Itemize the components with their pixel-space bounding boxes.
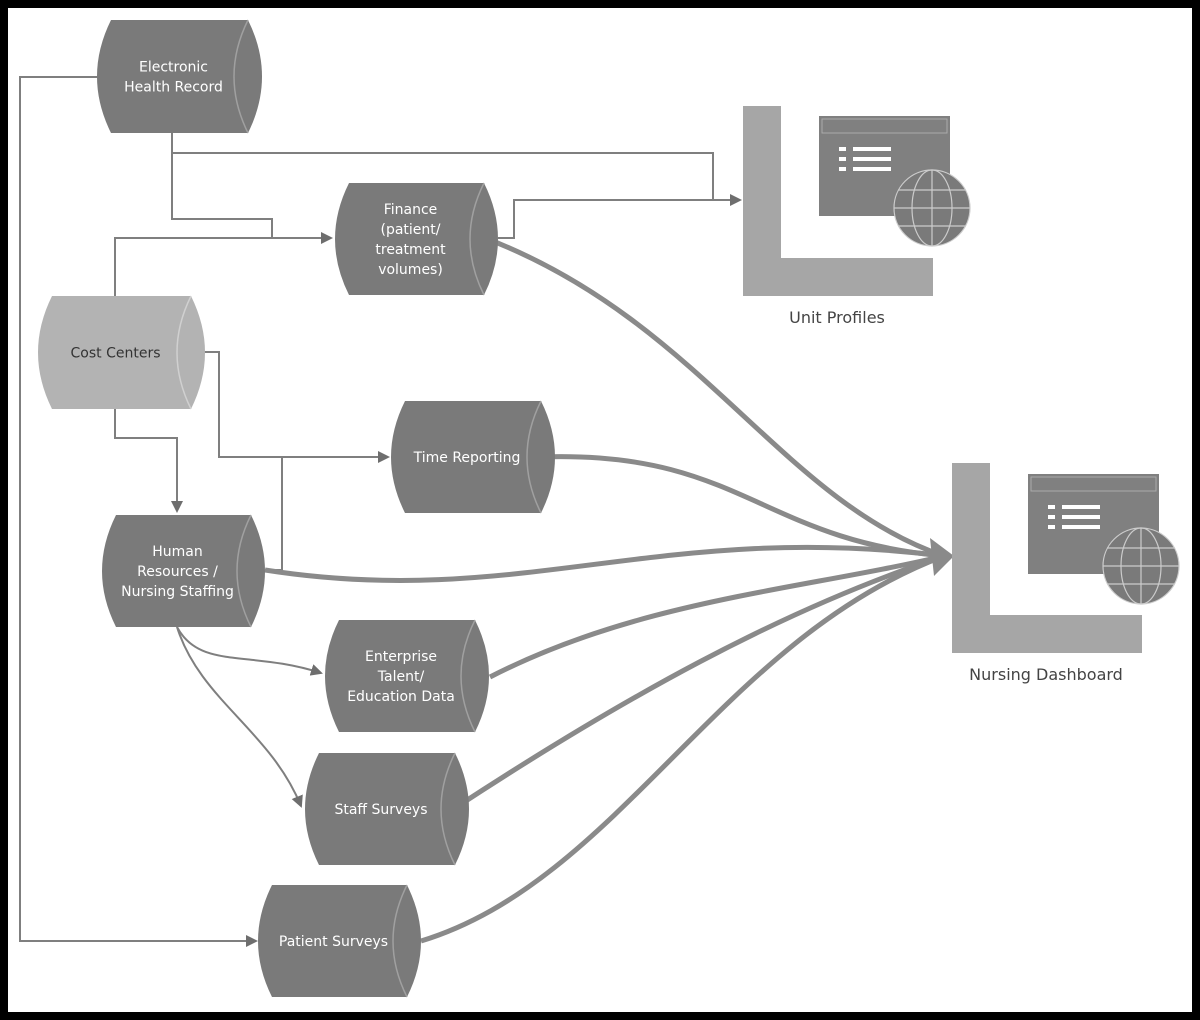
node-label: treatment — [375, 242, 446, 258]
node-time-reporting: Time Reporting — [391, 400, 555, 514]
node-label: Nursing Staffing — [121, 584, 234, 600]
cylinder-cap — [233, 19, 249, 134]
connector-cost-centers-to-hr — [114, 409, 183, 513]
connector-ehr-to-unit-profiles — [172, 152, 714, 200]
flow-staff-surveys-to-dashboard — [453, 553, 945, 811]
cylinder-cap — [176, 295, 192, 410]
node-cost-centers: Cost Centers — [38, 295, 205, 410]
cylinder-shape — [258, 885, 421, 997]
node-label: Enterprise — [365, 649, 437, 665]
node-label: Staff Surveys — [334, 802, 427, 818]
node-label: Finance — [384, 202, 438, 218]
flow-hr-to-dashboard — [264, 544, 945, 583]
dashboard-arrowhead — [930, 538, 954, 576]
node-label: Cost Centers — [71, 346, 161, 362]
cylinder-cap — [469, 182, 485, 296]
cylinder-shape — [391, 401, 555, 513]
connector-cost-centers-to-finance — [114, 232, 333, 296]
connector-ehr-to-patient-surveys — [19, 76, 258, 947]
node-label: volumes) — [378, 262, 443, 278]
node-finance: Finance (patient/treatment volumes) — [335, 182, 498, 296]
node-label: Education Data — [347, 689, 455, 705]
node-label: Time Reporting — [413, 450, 521, 466]
nursing-dashboard-label: Nursing Dashboard — [969, 665, 1123, 684]
node-label: Resources / — [137, 564, 218, 580]
nursing-dashboard-icon — [952, 463, 1180, 653]
flow-time-reporting-to-dashboard — [539, 454, 945, 559]
globe-icon — [1102, 527, 1180, 605]
cylinder-shape — [102, 515, 265, 627]
node-staff-surveys: Staff Surveys — [305, 752, 469, 866]
cylinder-cap — [236, 514, 252, 628]
cylinder-shape — [97, 20, 262, 133]
cylinder-shape — [305, 753, 469, 865]
connector-hr-to-staff-surveys — [176, 626, 303, 808]
connector-hr-to-enterprise — [176, 626, 323, 676]
node-label: Patient Surveys — [279, 934, 388, 950]
node-label: Electronic — [139, 60, 208, 76]
flow-enterprise-to-dashboard — [488, 553, 945, 680]
cylinder-cap — [392, 884, 408, 998]
unit-profiles-label: Unit Profiles — [789, 308, 885, 327]
cylinder-cap — [460, 619, 476, 733]
unit-profiles-icon — [743, 106, 971, 296]
node-label: (patient/ — [381, 222, 441, 238]
flow-patient-surveys-to-dashboard — [420, 553, 945, 944]
connector-finance-to-unit-profiles — [498, 194, 742, 239]
node-label: Human — [152, 544, 203, 560]
node-patient-surveys: Patient Surveys — [258, 884, 421, 998]
flow-finance-to-dashboard — [484, 235, 945, 559]
cylinder-shape — [325, 620, 489, 732]
cylinder-shape — [38, 296, 205, 409]
cylinder-cap — [440, 752, 456, 866]
cylinder-shape — [335, 183, 498, 295]
globe-icon — [893, 169, 971, 247]
canvas-background — [8, 8, 1192, 1012]
connector-ehr-to-finance — [171, 133, 273, 238]
cylinder-cap — [526, 400, 542, 514]
node-label: Health Record — [124, 80, 223, 96]
node-label: Talent/ — [377, 669, 425, 685]
